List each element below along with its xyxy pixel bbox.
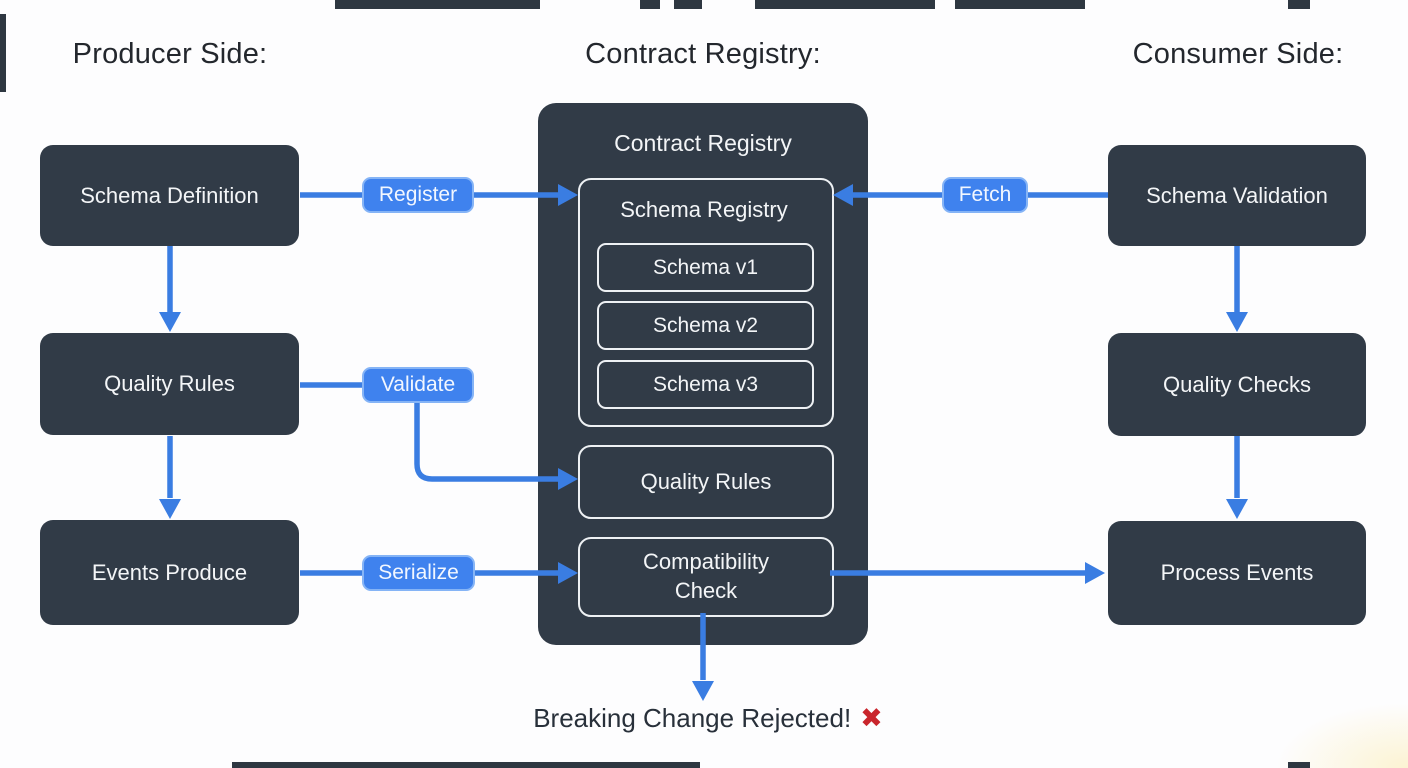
arrowhead-fetch [833,184,853,206]
node-schema-validation: Schema Validation [1108,145,1366,246]
heading-producer-side: Producer Side: [72,38,268,70]
heading-contract-registry: Contract Registry: [585,38,821,70]
badge-fetch: Fetch [942,177,1028,213]
arrowhead-validate [558,468,578,490]
corner-glow [1278,704,1408,768]
arrowhead-register [558,184,578,206]
crop-artifact [755,0,935,9]
crop-artifact [640,0,660,9]
node-process-events: Process Events [1108,521,1366,625]
schema-v1-box: Schema v1 [597,243,814,292]
arrowhead-down-1 [159,312,181,332]
schema-registry-box [578,178,834,427]
schema-v2-box: Schema v2 [597,301,814,350]
badge-validate: Validate [362,367,474,403]
registry-quality-rules-box: Quality Rules [578,445,834,519]
badge-register: Register [362,177,474,213]
heading-consumer-side: Consumer Side: [1132,38,1344,70]
arrowhead-compat-process [1085,562,1105,584]
crop-artifact [0,14,6,92]
crop-artifact [1288,762,1310,768]
node-schema-definition: Schema Definition [40,145,299,246]
compatibility-check-box: Compatibility Check [578,537,834,617]
schema-v3-box: Schema v3 [597,360,814,409]
registry-title: Contract Registry [614,130,792,156]
arrowhead-down-4 [1226,499,1248,519]
compatibility-check-label: Compatibility Check [643,549,769,603]
crop-artifact [232,762,700,768]
crop-artifact [955,0,1085,9]
node-quality-rules-producer: Quality Rules [40,333,299,435]
arrowhead-down-3 [1226,312,1248,332]
arrowhead-down-5 [692,681,714,701]
arrowhead-down-2 [159,499,181,519]
rejection-annotation: Breaking Change Rejected! ✖ [508,703,908,734]
red-cross-icon: ✖ [860,703,883,733]
crop-artifact [335,0,540,9]
node-quality-checks: Quality Checks [1108,333,1366,436]
schema-registry-title: Schema Registry [620,197,788,222]
badge-serialize: Serialize [362,555,475,591]
rejection-text: Breaking Change Rejected! [533,703,852,733]
node-events-produce: Events Produce [40,520,299,625]
crop-artifact [1288,0,1310,9]
crop-artifact [674,0,702,9]
arrowhead-serialize [558,562,578,584]
